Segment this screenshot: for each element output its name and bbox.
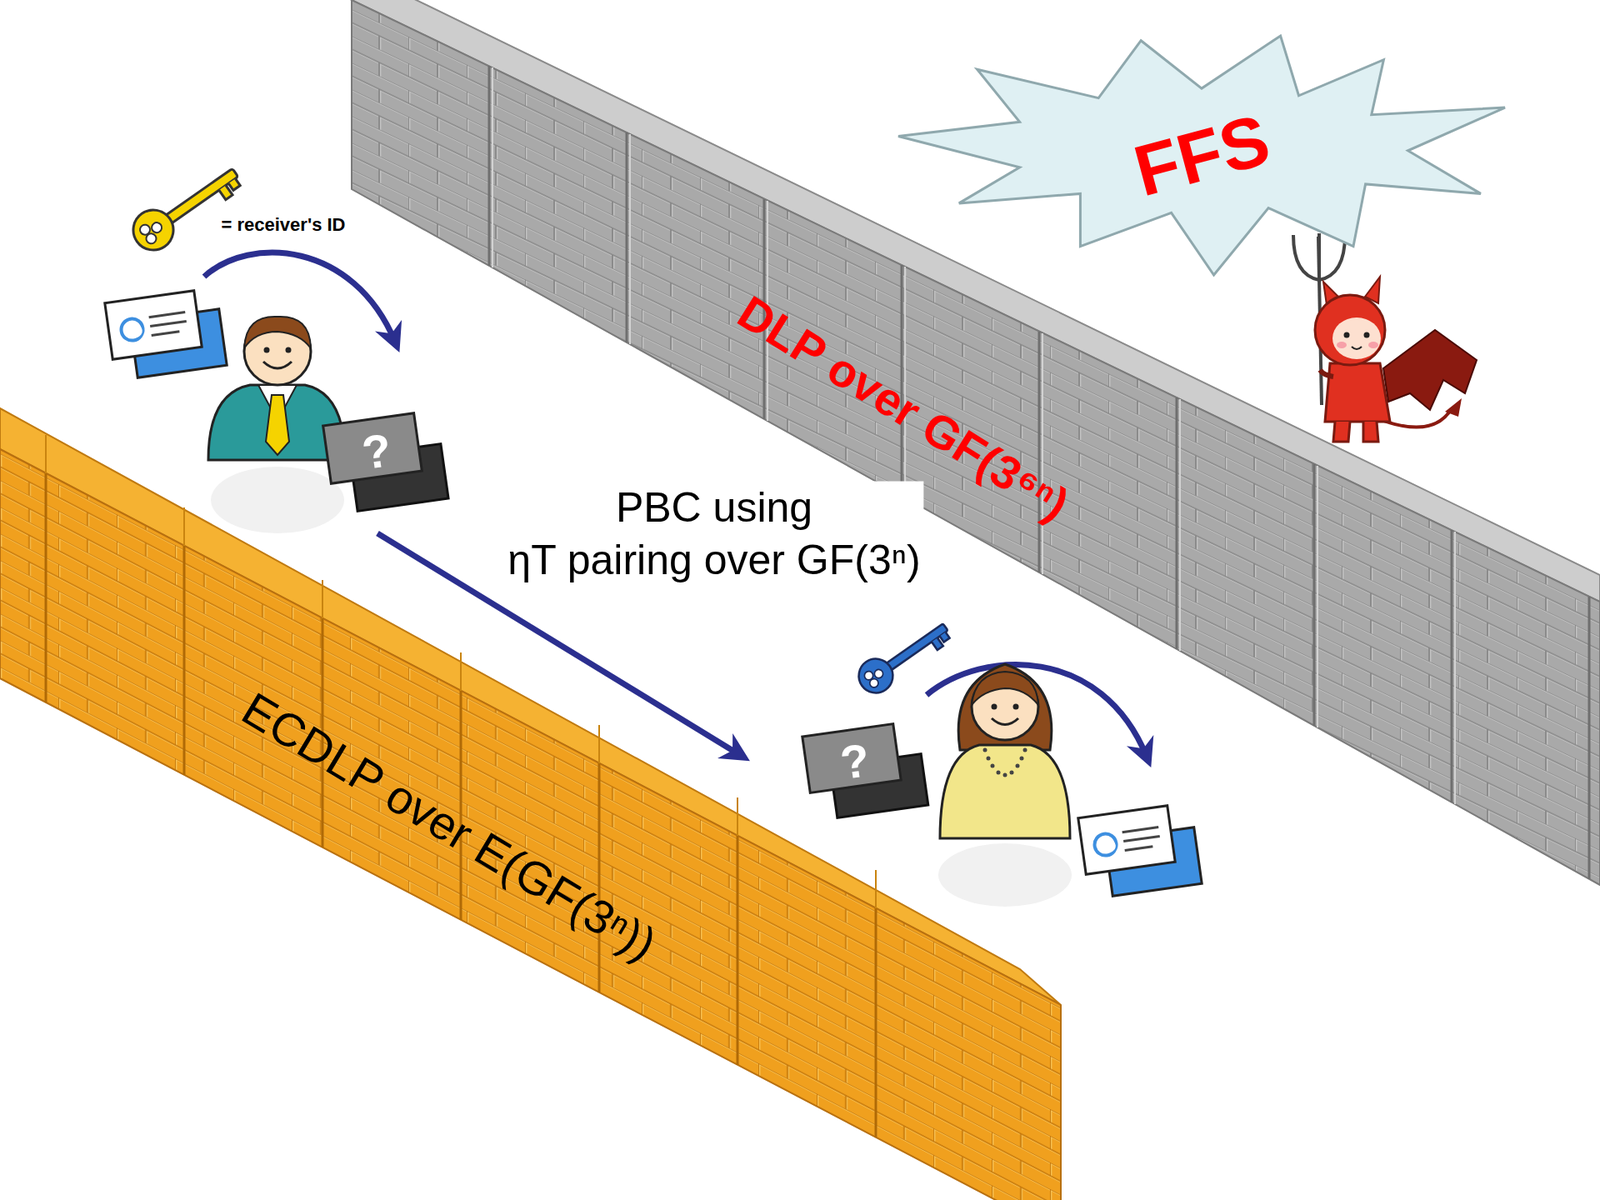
- wall-label: ECDLP over E(GF(3ⁿ)): [231, 680, 667, 974]
- reflection: [938, 843, 1072, 907]
- curved-arrow: [926, 665, 1147, 757]
- id-card-icon: [1078, 805, 1202, 896]
- receiver-figure: [940, 664, 1070, 839]
- id-card-icon: [105, 290, 227, 378]
- reflection: [210, 466, 345, 534]
- unknown-card-icon: [323, 413, 449, 512]
- question-mark: ?: [836, 730, 874, 793]
- curved-arrow: [204, 252, 395, 342]
- question-mark: ?: [358, 420, 395, 483]
- key-icon: [125, 156, 247, 259]
- attacker-devil: [1293, 233, 1477, 442]
- starburst-callout: FFS: [898, 35, 1505, 275]
- orange-wall: [0, 408, 1061, 1200]
- key-legend-text: = receiver's ID: [221, 213, 346, 237]
- unknown-card-icon: [802, 724, 929, 819]
- starburst-outline: [898, 35, 1505, 275]
- arrow-label: PBC using ηT pairing over GF(3ⁿ): [504, 481, 924, 586]
